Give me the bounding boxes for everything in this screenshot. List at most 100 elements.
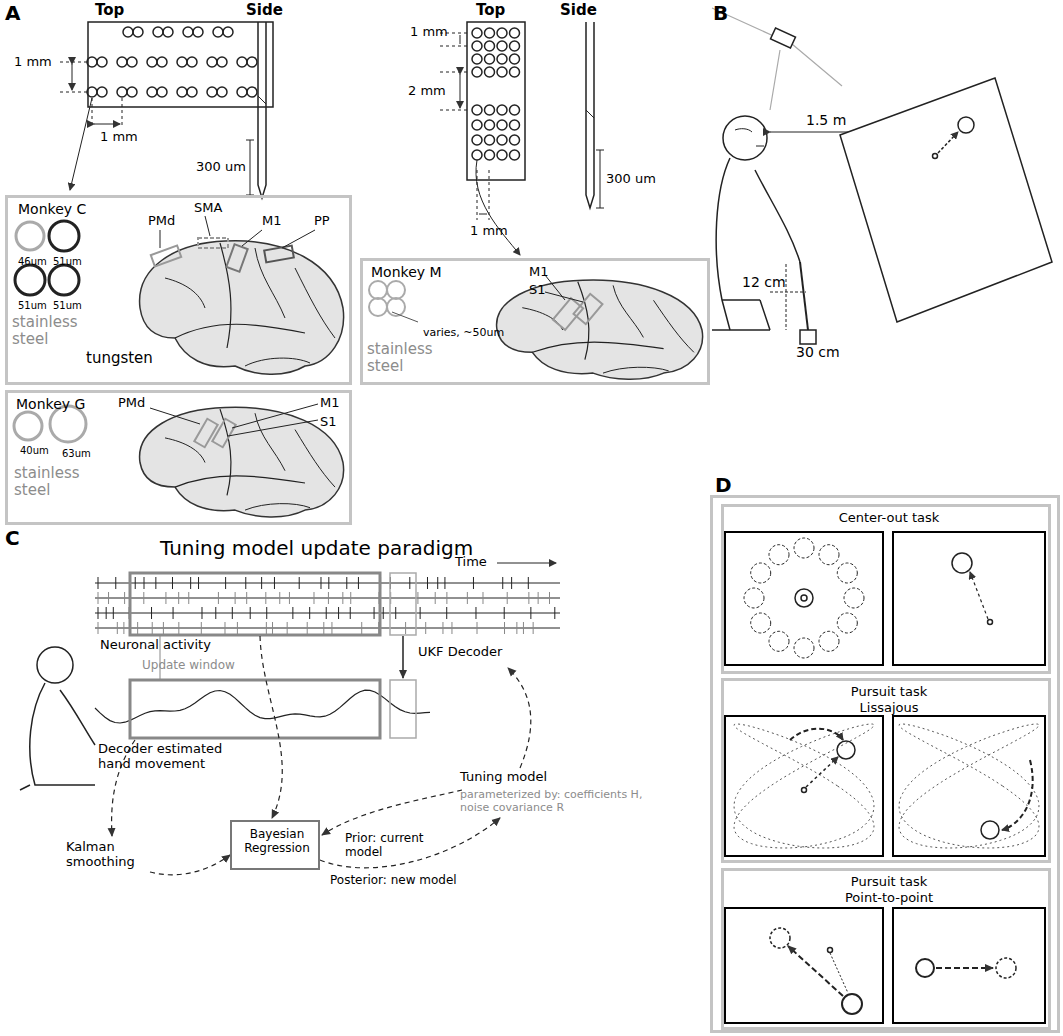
art-stroke xyxy=(497,105,507,115)
art-stroke xyxy=(265,592,266,604)
art-stroke xyxy=(510,135,520,145)
art-stroke xyxy=(530,607,531,619)
text-label: PMd xyxy=(118,396,145,411)
monkey-head xyxy=(723,116,767,160)
joystick xyxy=(800,262,808,330)
text-label: varies, ~50um xyxy=(423,327,504,340)
art-stroke xyxy=(751,613,771,633)
art-stroke xyxy=(150,855,230,875)
text-label: 46um xyxy=(18,256,47,268)
art-stroke xyxy=(172,577,173,589)
panel-box: DCenter-out taskPursuit taskLissajousPur… xyxy=(710,495,1060,1033)
art-stroke xyxy=(801,595,807,601)
art-stroke xyxy=(346,577,347,589)
art-stroke xyxy=(307,622,308,634)
art-stroke xyxy=(504,607,505,619)
art-stroke xyxy=(165,278,205,308)
art-stroke xyxy=(790,729,843,740)
art-stroke xyxy=(936,967,993,969)
text-label: parameterized by: coefficients H, noise … xyxy=(460,789,650,814)
art-stroke xyxy=(510,41,520,51)
text-label: Tuning model update paradigm xyxy=(160,537,473,560)
art-stroke xyxy=(497,135,507,145)
text-label: Update window xyxy=(142,659,235,673)
panel-box: Monkey C46um51um51um51umstainless steelt… xyxy=(5,195,352,385)
art-stroke xyxy=(15,265,45,295)
text-label: Lissajous xyxy=(860,701,919,716)
lissajous xyxy=(899,724,1039,848)
art-stroke xyxy=(72,64,73,90)
art-stroke xyxy=(246,592,247,604)
art-stroke xyxy=(215,607,216,619)
art-stroke xyxy=(844,588,864,608)
art-stroke xyxy=(420,607,421,619)
text-label: D xyxy=(715,474,732,497)
update-window xyxy=(130,680,380,738)
text-label: 2 mm xyxy=(408,84,446,99)
implant-array xyxy=(198,238,228,248)
art-stroke xyxy=(328,592,329,604)
art-stroke xyxy=(237,622,238,634)
art-stroke xyxy=(510,28,520,38)
panel-box: Center-out task xyxy=(721,504,1051,674)
process-box: Bayesian Regression xyxy=(230,820,320,870)
art-stroke xyxy=(497,28,507,38)
text-label: 1 mm xyxy=(410,25,448,40)
art-stroke xyxy=(155,577,156,589)
art-stroke xyxy=(405,622,406,634)
text-label: S1 xyxy=(529,283,546,298)
art-stroke xyxy=(122,98,123,128)
art-stroke xyxy=(223,27,233,37)
art-stroke xyxy=(153,27,163,37)
art-stroke xyxy=(795,589,813,607)
art-stroke xyxy=(95,583,560,584)
art-stroke xyxy=(510,67,520,77)
text-label: 51um xyxy=(53,300,82,312)
implant-array xyxy=(574,294,603,324)
art-stroke xyxy=(712,8,842,110)
art-stroke xyxy=(374,607,375,619)
art-stroke xyxy=(295,268,335,338)
art-stroke xyxy=(751,563,771,583)
art-stroke xyxy=(94,124,120,125)
text-label: Time xyxy=(455,555,487,570)
art-stroke xyxy=(266,622,267,634)
art-stroke xyxy=(819,545,839,565)
text-label: SMA xyxy=(194,201,222,216)
art-stroke xyxy=(157,57,167,67)
art-stroke xyxy=(87,87,97,97)
art-stroke xyxy=(549,592,550,604)
art-stroke xyxy=(586,110,594,118)
text-label: Tuning model xyxy=(460,770,547,785)
art-stroke xyxy=(528,577,529,589)
art-stroke xyxy=(794,638,814,658)
art-stroke xyxy=(988,620,993,625)
art-stroke xyxy=(440,72,467,73)
art-stroke xyxy=(603,367,669,373)
art-stroke xyxy=(806,757,838,787)
art-stroke xyxy=(123,622,124,634)
text-label: 51um xyxy=(53,256,82,268)
art-stroke xyxy=(504,622,505,634)
art-stroke xyxy=(279,592,280,604)
text-label: PMd xyxy=(148,214,175,229)
implant-array xyxy=(226,244,247,271)
art-stroke xyxy=(451,622,452,634)
art-stroke xyxy=(218,592,219,604)
art-stroke xyxy=(165,592,166,604)
art-stroke xyxy=(163,27,173,37)
art-stroke xyxy=(613,285,643,337)
art-stroke xyxy=(507,592,508,604)
art-stroke xyxy=(497,54,507,64)
art-stroke xyxy=(143,592,144,604)
art-stroke xyxy=(127,87,137,97)
art-stroke xyxy=(600,150,601,208)
art-stroke xyxy=(190,577,191,589)
art-stroke xyxy=(794,538,814,558)
art-stroke xyxy=(127,57,137,67)
art-stroke xyxy=(320,818,500,868)
art-stroke xyxy=(266,607,267,619)
text-label: 1 mm xyxy=(470,224,508,239)
art-stroke xyxy=(392,312,418,322)
art-stroke xyxy=(133,27,143,37)
